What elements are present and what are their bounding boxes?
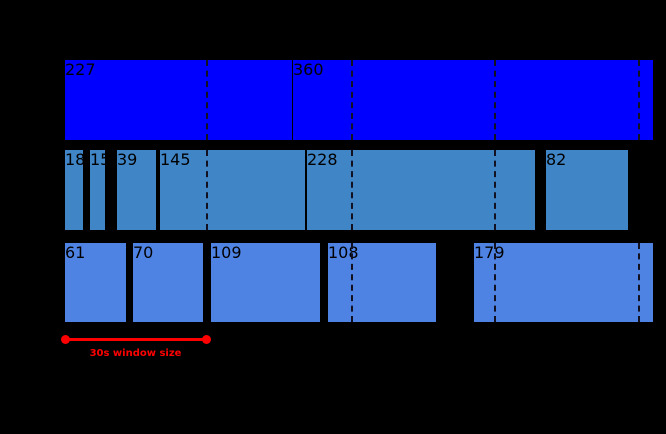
segment-bar[interactable]: 39 <box>117 150 156 230</box>
window-boundary-marker <box>206 60 208 140</box>
window-size-bracket-line <box>65 338 206 341</box>
segment-bar[interactable]: 360 <box>293 60 653 140</box>
window-boundary-marker <box>638 60 640 140</box>
segment-bar[interactable]: 70 <box>133 243 203 322</box>
window-boundary-marker <box>494 60 496 140</box>
window-size-label: 30s window size <box>89 348 182 359</box>
window-boundary-marker <box>351 60 353 140</box>
segment-bar[interactable]: 109 <box>211 243 320 322</box>
segment-bar[interactable]: 179 <box>474 243 653 322</box>
bracket-cap-end <box>202 335 211 344</box>
segment-bar[interactable]: 61 <box>65 243 126 322</box>
window-boundary-marker <box>638 243 640 322</box>
window-boundary-marker <box>351 150 353 230</box>
window-boundary-marker <box>206 150 208 230</box>
window-boundary-marker <box>351 243 353 322</box>
segment-bar[interactable]: 18 <box>65 150 85 230</box>
segment-bar[interactable]: 227 <box>65 60 292 140</box>
segment-bar[interactable]: 145 <box>160 150 305 230</box>
segment-bar[interactable]: 228 <box>307 150 535 230</box>
segment-bar[interactable]: 82 <box>546 150 628 230</box>
segment-bar[interactable]: 108 <box>328 243 436 322</box>
segment-bar[interactable]: 15 <box>90 150 110 230</box>
bracket-cap-start <box>61 335 70 344</box>
window-boundary-marker <box>494 243 496 322</box>
window-boundary-marker <box>494 150 496 230</box>
